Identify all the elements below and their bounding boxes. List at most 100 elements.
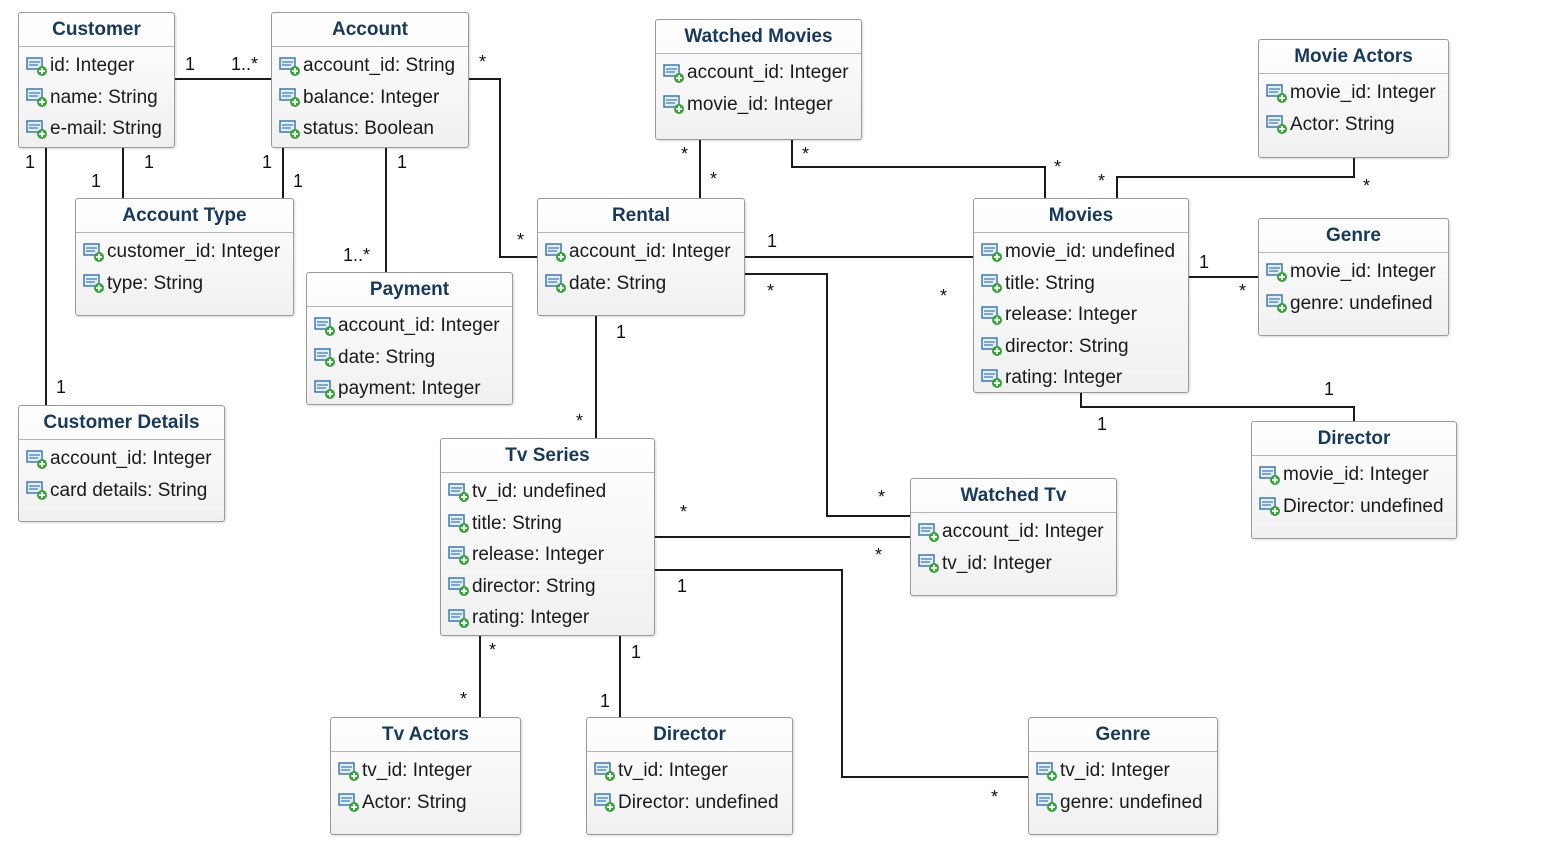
multiplicity-label: *	[489, 640, 497, 660]
attribute-text: Actor: String	[1290, 113, 1395, 135]
attribute-row: tv_id: Integer	[331, 755, 520, 787]
attribute-text: rating: Integer	[1005, 367, 1123, 388]
attribute-row: date: String	[538, 268, 744, 300]
class-title: Genre	[1029, 718, 1217, 752]
attribute-row: movie_id: Integer	[1259, 256, 1448, 288]
multiplicity-label: *	[479, 52, 487, 72]
attribute-row: account_id: Integer	[656, 57, 861, 89]
multiplicity-label: 1	[767, 231, 778, 251]
attribute-text: genre: undefined	[1060, 791, 1203, 813]
attribute-row: Actor: String	[331, 787, 520, 819]
multiplicity-label: *	[576, 411, 584, 431]
attribute-text: tv_id: Integer	[942, 552, 1052, 574]
attribute-icon	[279, 120, 300, 139]
attribute-icon	[338, 793, 359, 813]
attribute-row: release: Integer	[974, 299, 1188, 331]
multiplicity-label: *	[878, 487, 886, 507]
attribute-icon	[26, 88, 47, 108]
attribute-row: genre: undefined	[1029, 787, 1217, 819]
attribute-text: card details: String	[50, 479, 208, 501]
assoc-movies-director	[1080, 393, 1355, 421]
attribute-row: movie_id: Integer	[1252, 459, 1456, 491]
attribute-icon	[338, 762, 359, 781]
assoc-rental-watchedtv	[745, 273, 910, 517]
attribute-text: Actor: String	[362, 791, 467, 813]
multiplicity-label: *	[875, 545, 883, 565]
multiplicity-label: 1	[1199, 252, 1210, 272]
attribute-icon	[448, 577, 469, 597]
attribute-row: id: Integer	[19, 50, 174, 82]
attribute-list: account_id: String balance: Integer status…	[272, 47, 468, 145]
multiplicity-label: 1	[600, 691, 611, 711]
attribute-text: Director: undefined	[1283, 495, 1444, 517]
attribute-text: account_id: String	[303, 55, 456, 76]
attribute-text: genre: undefined	[1290, 292, 1433, 314]
multiplicity-label: 1	[616, 322, 627, 342]
attribute-list: movie_id: Integer genre: undefined	[1259, 253, 1448, 319]
attribute-text: name: String	[50, 86, 158, 108]
class-title: Movie Actors	[1259, 40, 1448, 74]
attribute-icon	[981, 337, 1002, 357]
attribute-text: Director: undefined	[618, 791, 779, 813]
attribute-icon	[448, 546, 469, 565]
attribute-text: movie_id: Integer	[1290, 261, 1436, 282]
attribute-text: type: String	[107, 272, 204, 294]
class-title: Customer Details	[19, 406, 224, 440]
multiplicity-label: 1	[397, 152, 408, 172]
attribute-list: customer_id: Integer type: String	[76, 233, 293, 299]
attribute-icon	[26, 481, 47, 501]
attribute-text: movie_id: Integer	[1290, 82, 1436, 103]
attribute-row: account_id: Integer	[538, 236, 744, 268]
attribute-icon	[26, 450, 47, 469]
multiplicity-label: 1..*	[343, 245, 371, 265]
attribute-text: status: Boolean	[303, 118, 434, 139]
attribute-icon	[83, 243, 104, 262]
attribute-row: balance: Integer	[272, 82, 468, 114]
attribute-text: movie_id: Integer	[1283, 464, 1429, 485]
attribute-text: tv_id: Integer	[362, 760, 472, 781]
attribute-icon	[663, 64, 684, 83]
assoc-movieactors-movies	[1116, 158, 1355, 198]
attribute-icon	[314, 348, 335, 368]
attribute-row: name: String	[19, 82, 174, 114]
attribute-text: customer_id: Integer	[107, 241, 281, 262]
multiplicity-label: *	[1054, 157, 1062, 177]
multiplicity-label: 1	[293, 171, 304, 191]
attribute-icon	[279, 88, 300, 108]
multiplicity-label: *	[680, 502, 688, 522]
attribute-icon	[1259, 466, 1280, 485]
attribute-row: account_id: Integer	[307, 310, 512, 342]
class-title: Director	[1252, 422, 1456, 456]
attribute-row: Actor: String	[1259, 109, 1448, 141]
attribute-row: account_id: String	[272, 50, 468, 82]
multiplicity-label: 1	[25, 152, 36, 172]
attribute-icon	[314, 380, 335, 399]
class-title: Watched Tv	[911, 479, 1116, 513]
attribute-row: movie_id: Integer	[656, 89, 861, 121]
multiplicity-label: *	[1363, 176, 1371, 196]
multiplicity-label: *	[767, 281, 775, 301]
multiplicity-label: 1	[185, 54, 196, 74]
